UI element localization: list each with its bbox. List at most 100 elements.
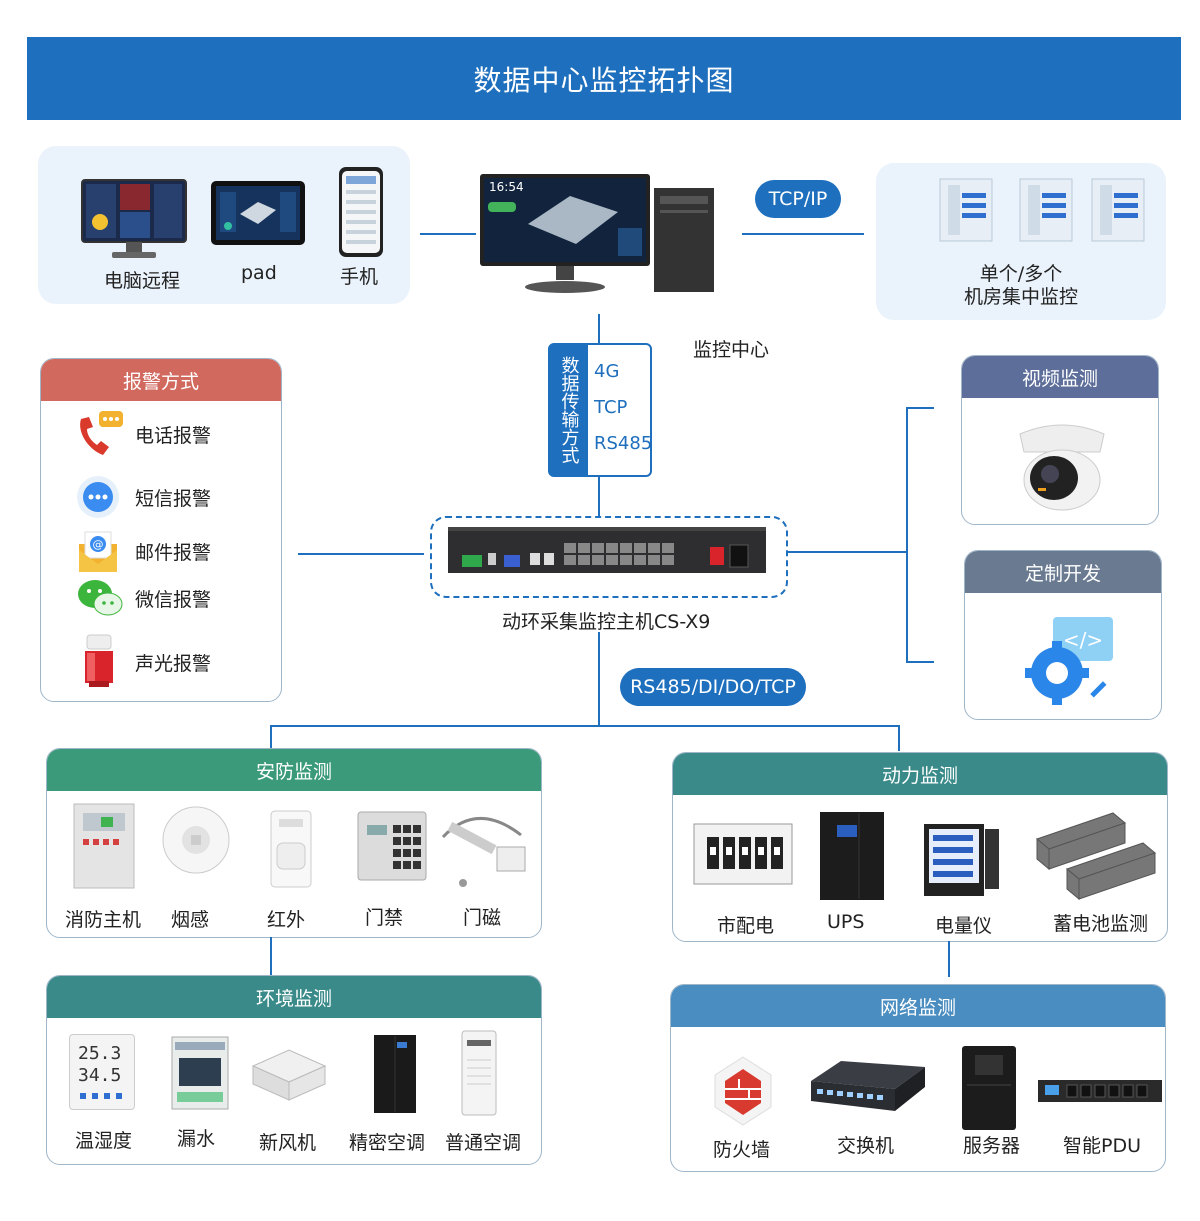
access-control-icon bbox=[357, 811, 427, 881]
pdu-icon bbox=[1038, 1080, 1162, 1102]
switch-icon bbox=[811, 1061, 925, 1111]
environment-title: 环境监测 bbox=[47, 976, 541, 1018]
telephone-icon bbox=[80, 411, 123, 455]
env-item-standard-ac: 普通空调 bbox=[445, 1132, 522, 1154]
remote-pad-label: pad bbox=[241, 262, 277, 284]
connector-security-environment bbox=[270, 937, 272, 975]
dome-camera-icon bbox=[1019, 424, 1105, 511]
connector-power-network bbox=[948, 941, 950, 977]
transmission-title: 数据传输方式 bbox=[550, 345, 588, 475]
custom-development-icon: </> bbox=[1025, 617, 1113, 705]
screen-clock: 16:54 bbox=[489, 180, 524, 194]
custom-box: 定制开发 </> bbox=[964, 550, 1162, 720]
server-room-icon bbox=[939, 178, 993, 242]
power-item-battery: 蓄电池监测 bbox=[1053, 913, 1149, 935]
page-title: 数据中心监控拓扑图 bbox=[27, 37, 1181, 120]
video-box: 视频监测 bbox=[961, 355, 1159, 525]
connector-transmission-host bbox=[598, 475, 600, 517]
power-title: 动力监测 bbox=[673, 753, 1167, 795]
server-room-icon bbox=[1019, 178, 1073, 242]
security-box: 安防监测 消防主机 烟感 红外 门禁 门磁 bbox=[46, 748, 542, 938]
ups-icon bbox=[820, 812, 884, 900]
alarm-box: 报警方式 电话报警 短信报警 @ 邮件报警 微信报警 bbox=[40, 358, 282, 702]
sms-icon bbox=[77, 476, 119, 518]
distribution-icon bbox=[693, 823, 793, 885]
rooms-panel: 单个/多个 机房集中监控 bbox=[876, 163, 1166, 320]
security-item-door-magnet: 门磁 bbox=[463, 907, 502, 929]
transmission-tcp: TCP bbox=[594, 397, 628, 418]
thermo-hygrometer-icon: 25.3 34.5 bbox=[69, 1034, 135, 1110]
email-icon: @ bbox=[79, 531, 117, 572]
environment-box: 环境监测 25.3 34.5 温湿度 漏水 新风机 精密空调 普通空调 bbox=[46, 975, 542, 1165]
alarm-phone: 电话报警 bbox=[41, 409, 281, 459]
power-box: 动力监测 市配电 UPS 电量仪 蓄电池监测 bbox=[672, 752, 1168, 942]
connector-host-right bbox=[788, 551, 908, 553]
wechat-icon bbox=[78, 580, 123, 616]
alarm-title: 报警方式 bbox=[41, 359, 281, 401]
video-title: 视频监测 bbox=[962, 356, 1158, 398]
precision-ac-icon bbox=[374, 1035, 416, 1113]
fire-host-icon bbox=[73, 803, 135, 889]
security-item-access: 门禁 bbox=[365, 907, 404, 929]
network-title: 网络监测 bbox=[671, 985, 1165, 1027]
transmission-4g: 4G bbox=[594, 361, 620, 382]
network-item-pdu: 智能PDU bbox=[1063, 1135, 1141, 1157]
host-device-icon bbox=[448, 527, 766, 573]
connector-right-vertical bbox=[906, 407, 908, 663]
env-item-precision-ac: 精密空调 bbox=[349, 1132, 426, 1154]
siren-icon bbox=[85, 634, 113, 687]
svg-text:@: @ bbox=[93, 538, 104, 551]
alarm-siren-label: 声光报警 bbox=[135, 653, 212, 675]
host-label: 动环采集监控主机CS-X9 bbox=[502, 611, 711, 633]
power-item-meter: 电量仪 bbox=[935, 915, 993, 937]
thermo-buttons bbox=[80, 1093, 124, 1099]
security-item-infrared: 红外 bbox=[267, 909, 306, 931]
rooms-label-line2: 机房集中监控 bbox=[963, 286, 1078, 308]
fresh-air-icon bbox=[251, 1049, 327, 1101]
temp-display: 25.3 bbox=[78, 1043, 122, 1064]
standard-ac-icon bbox=[461, 1030, 497, 1116]
security-item-fire-host: 消防主机 bbox=[65, 909, 142, 931]
alarm-email: @ 邮件报警 bbox=[41, 526, 281, 576]
power-meter-icon bbox=[924, 824, 999, 896]
bus-pill: RS485/DI/DO/TCP bbox=[620, 668, 806, 706]
infrared-sensor-icon bbox=[270, 810, 312, 888]
custom-title: 定制开发 bbox=[965, 551, 1161, 593]
alarm-email-label: 邮件报警 bbox=[135, 542, 212, 564]
svg-text:</>: </> bbox=[1063, 628, 1103, 652]
door-magnet-icon bbox=[441, 817, 526, 887]
phone-icon bbox=[339, 167, 383, 257]
firewall-icon bbox=[714, 1056, 772, 1126]
connector-center-rooms bbox=[742, 233, 864, 235]
network-item-switch: 交换机 bbox=[837, 1135, 895, 1157]
alarm-sms-label: 短信报警 bbox=[135, 488, 212, 510]
connector-to-security bbox=[270, 725, 272, 749]
monitor-icon bbox=[81, 179, 187, 258]
alarm-phone-label: 电话报警 bbox=[135, 425, 212, 447]
connector-remote-center bbox=[420, 233, 476, 235]
connector-center-transmission bbox=[598, 314, 600, 344]
hum-display: 34.5 bbox=[78, 1065, 122, 1086]
connector-to-custom bbox=[906, 661, 934, 663]
security-item-smoke: 烟感 bbox=[171, 909, 210, 931]
tcpip-pill: TCP/IP bbox=[755, 180, 841, 218]
connector-alarm-host bbox=[298, 553, 424, 555]
network-item-firewall: 防火墙 bbox=[713, 1139, 771, 1161]
transmission-box: 数据传输方式 4G TCP RS485 bbox=[548, 343, 652, 477]
tablet-icon bbox=[211, 181, 305, 245]
transmission-rs485: RS485 bbox=[594, 433, 653, 454]
monitoring-center-label: 监控中心 bbox=[693, 339, 770, 361]
alarm-wechat-label: 微信报警 bbox=[135, 589, 212, 611]
env-item-leak: 漏水 bbox=[177, 1128, 216, 1150]
remote-pc-label: 电脑远程 bbox=[104, 270, 181, 292]
env-item-thermo: 温湿度 bbox=[75, 1130, 133, 1152]
battery-monitor-icon bbox=[1035, 812, 1157, 901]
alarm-wechat: 微信报警 bbox=[41, 573, 281, 623]
env-item-fresh-air: 新风机 bbox=[259, 1132, 317, 1154]
alarm-sms: 短信报警 bbox=[41, 472, 281, 522]
smoke-detector-icon bbox=[162, 806, 230, 874]
rooms-label-line1: 单个/多个 bbox=[979, 263, 1063, 285]
connector-bus-horizontal bbox=[270, 725, 900, 727]
network-item-server: 服务器 bbox=[963, 1135, 1021, 1157]
power-item-ups: UPS bbox=[827, 911, 865, 933]
